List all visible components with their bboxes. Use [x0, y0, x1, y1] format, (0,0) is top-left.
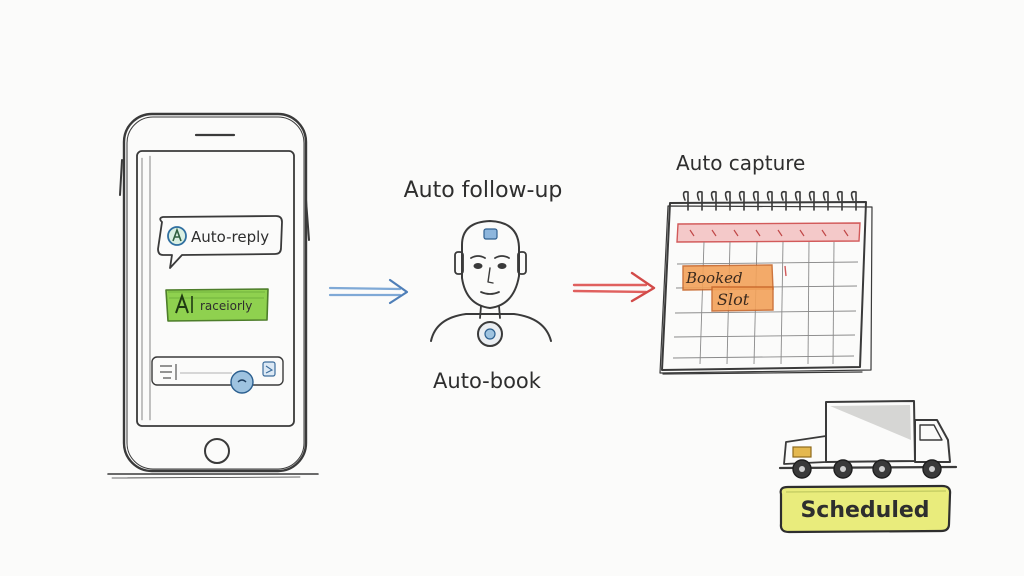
booked-slot: Booked Slot [682, 264, 787, 312]
auto-reply-text: Auto-reply [191, 228, 269, 246]
slot-text: Slot [717, 290, 750, 309]
green-reply-bubble: raceiorly [165, 288, 269, 322]
red-arrow [572, 271, 656, 303]
head-badge-icon [483, 228, 498, 240]
auto-capture-label: Auto capture [676, 151, 805, 175]
record-button-icon[interactable] [230, 370, 254, 394]
auto-reply-bubble: Auto-reply [157, 215, 283, 269]
send-icon[interactable] [262, 361, 276, 377]
scheduled-text: Scheduled [800, 498, 929, 523]
auto-follow-up-label: Auto follow-up [404, 178, 563, 203]
attach-icon[interactable] [160, 364, 177, 380]
calendar: Auto capture [659, 151, 873, 375]
ai-chip-icon [175, 292, 189, 314]
scheduled-badge: Scheduled [779, 484, 952, 534]
message-input-field[interactable] [151, 356, 284, 394]
spiral-binding [682, 190, 857, 211]
delivery-truck [778, 400, 958, 479]
booked-text: Booked [685, 269, 743, 287]
blue-arrow [328, 278, 409, 305]
auto-book-label: Auto-book [433, 369, 542, 393]
green-bubble-text: raceiorly [200, 299, 252, 313]
smartphone: Auto-reply raceiorly [107, 112, 319, 479]
cargo-crate-icon [792, 446, 812, 458]
robot-assistant: Auto follow-up Auto-book [404, 178, 563, 393]
